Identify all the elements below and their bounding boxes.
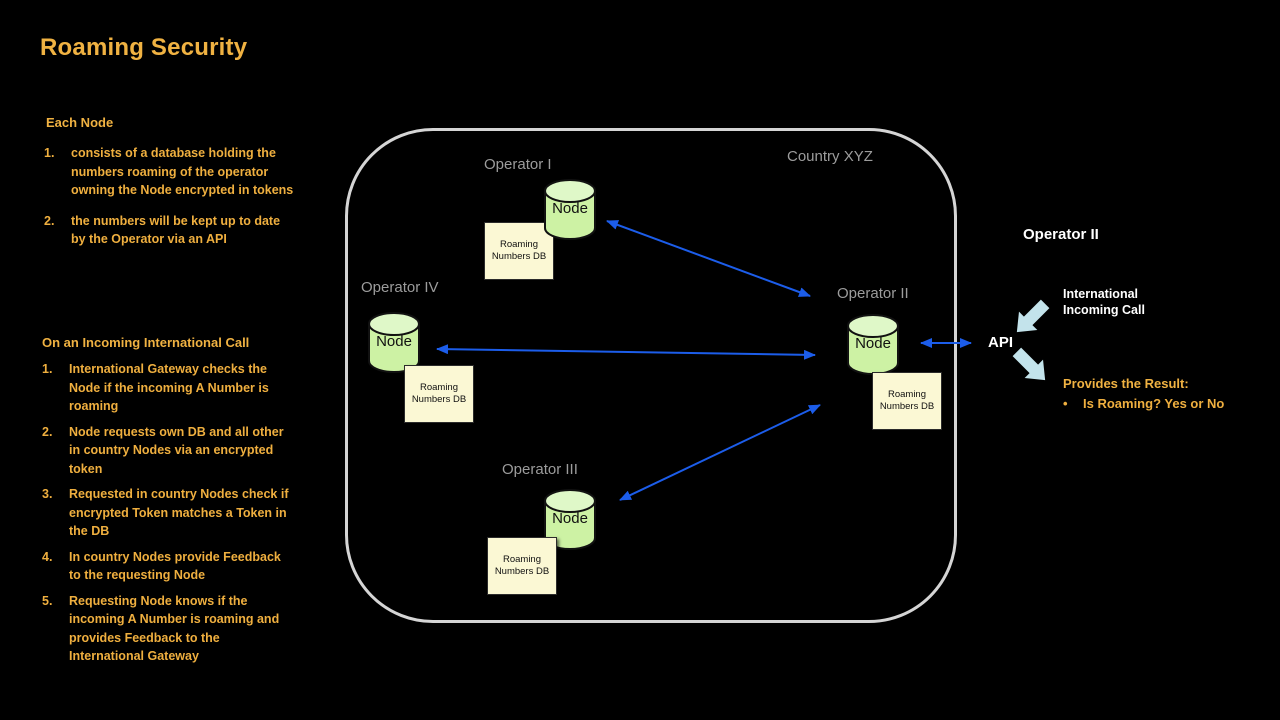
operator-iv-label: Operator IV — [361, 279, 439, 296]
list-item-number: 5. — [42, 593, 53, 608]
api-label: API — [988, 334, 1014, 351]
node-label: Node — [552, 510, 588, 527]
list-item: 2. the numbers will be kept up to date b… — [44, 212, 296, 249]
list-item-text: Requested in country Nodes check if encr… — [69, 487, 289, 538]
database-cylinder-icon — [544, 489, 596, 550]
each-node-list: 1. consists of a database holding the nu… — [44, 144, 296, 261]
list-item: 3. Requested in country Nodes check if e… — [42, 485, 294, 541]
list-item-number: 2. — [42, 424, 53, 439]
node-label: Node — [855, 335, 891, 352]
operator-i-label: Operator I — [484, 156, 552, 173]
country-boundary-box — [345, 128, 957, 623]
list-item: 2. Node requests own DB and all other in… — [42, 423, 294, 479]
list-item-text: In country Nodes provide Feedback to the… — [69, 549, 281, 583]
operator-iii-label: Operator III — [502, 461, 578, 478]
list-item-number: 2. — [44, 213, 55, 228]
list-item: 1. consists of a database holding the nu… — [44, 144, 296, 200]
list-item-text: consists of a database holding the numbe… — [71, 146, 294, 197]
list-item-text: the numbers will be kept up to date by t… — [71, 213, 281, 247]
list-item-number: 1. — [42, 362, 53, 376]
database-cylinder-icon — [368, 312, 420, 373]
incoming-call-block-arrow-icon — [1016, 299, 1050, 333]
incoming-call-list: 1. International Gateway checks the Node… — [42, 360, 294, 673]
node-label: Node — [376, 333, 412, 350]
list-item: 4. In country Nodes provide Feedback to … — [42, 548, 294, 585]
section-heading-incoming-call: On an Incoming International Call — [42, 335, 250, 350]
db-note: Roaming Numbers DB — [484, 222, 554, 280]
node-label: Node — [552, 200, 588, 217]
db-note: Roaming Numbers DB — [404, 365, 474, 423]
section-heading-each-node: Each Node — [46, 115, 114, 130]
right-operator-ii-label: Operator II — [1023, 226, 1099, 243]
list-item-text: Requesting Node knows if the incoming A … — [69, 593, 280, 664]
list-item: 1. International Gateway checks the Node… — [42, 360, 294, 416]
result-heading: Provides the Result: — [1063, 376, 1189, 391]
block-arrows — [1012, 299, 1050, 381]
result-text: Is Roaming? Yes or No — [1083, 396, 1225, 411]
list-item-text: Node requests own DB and all other in co… — [69, 424, 284, 476]
database-cylinder-icon — [847, 314, 899, 375]
list-item-text: International Gateway checks the Node if… — [69, 362, 269, 413]
list-item: 5. Requesting Node knows if the incoming… — [42, 592, 294, 666]
db-note: Roaming Numbers DB — [872, 372, 942, 430]
page-title: Roaming Security — [40, 34, 248, 61]
database-cylinder-icon — [544, 179, 596, 240]
db-note: Roaming Numbers DB — [487, 537, 557, 595]
result-block-arrow-icon — [1012, 347, 1046, 381]
list-item-number: 4. — [42, 549, 53, 564]
list-item-number: 1. — [44, 146, 55, 160]
international-incoming-call-label: International Incoming Call — [1063, 287, 1145, 317]
country-label: Country XYZ — [787, 148, 873, 165]
list-item-number: 3. — [42, 487, 53, 501]
result-bullet-line: • Is Roaming? Yes or No — [1063, 396, 1224, 411]
bullet-glyph: • — [1063, 396, 1068, 411]
operator-ii-label: Operator II — [837, 285, 909, 302]
